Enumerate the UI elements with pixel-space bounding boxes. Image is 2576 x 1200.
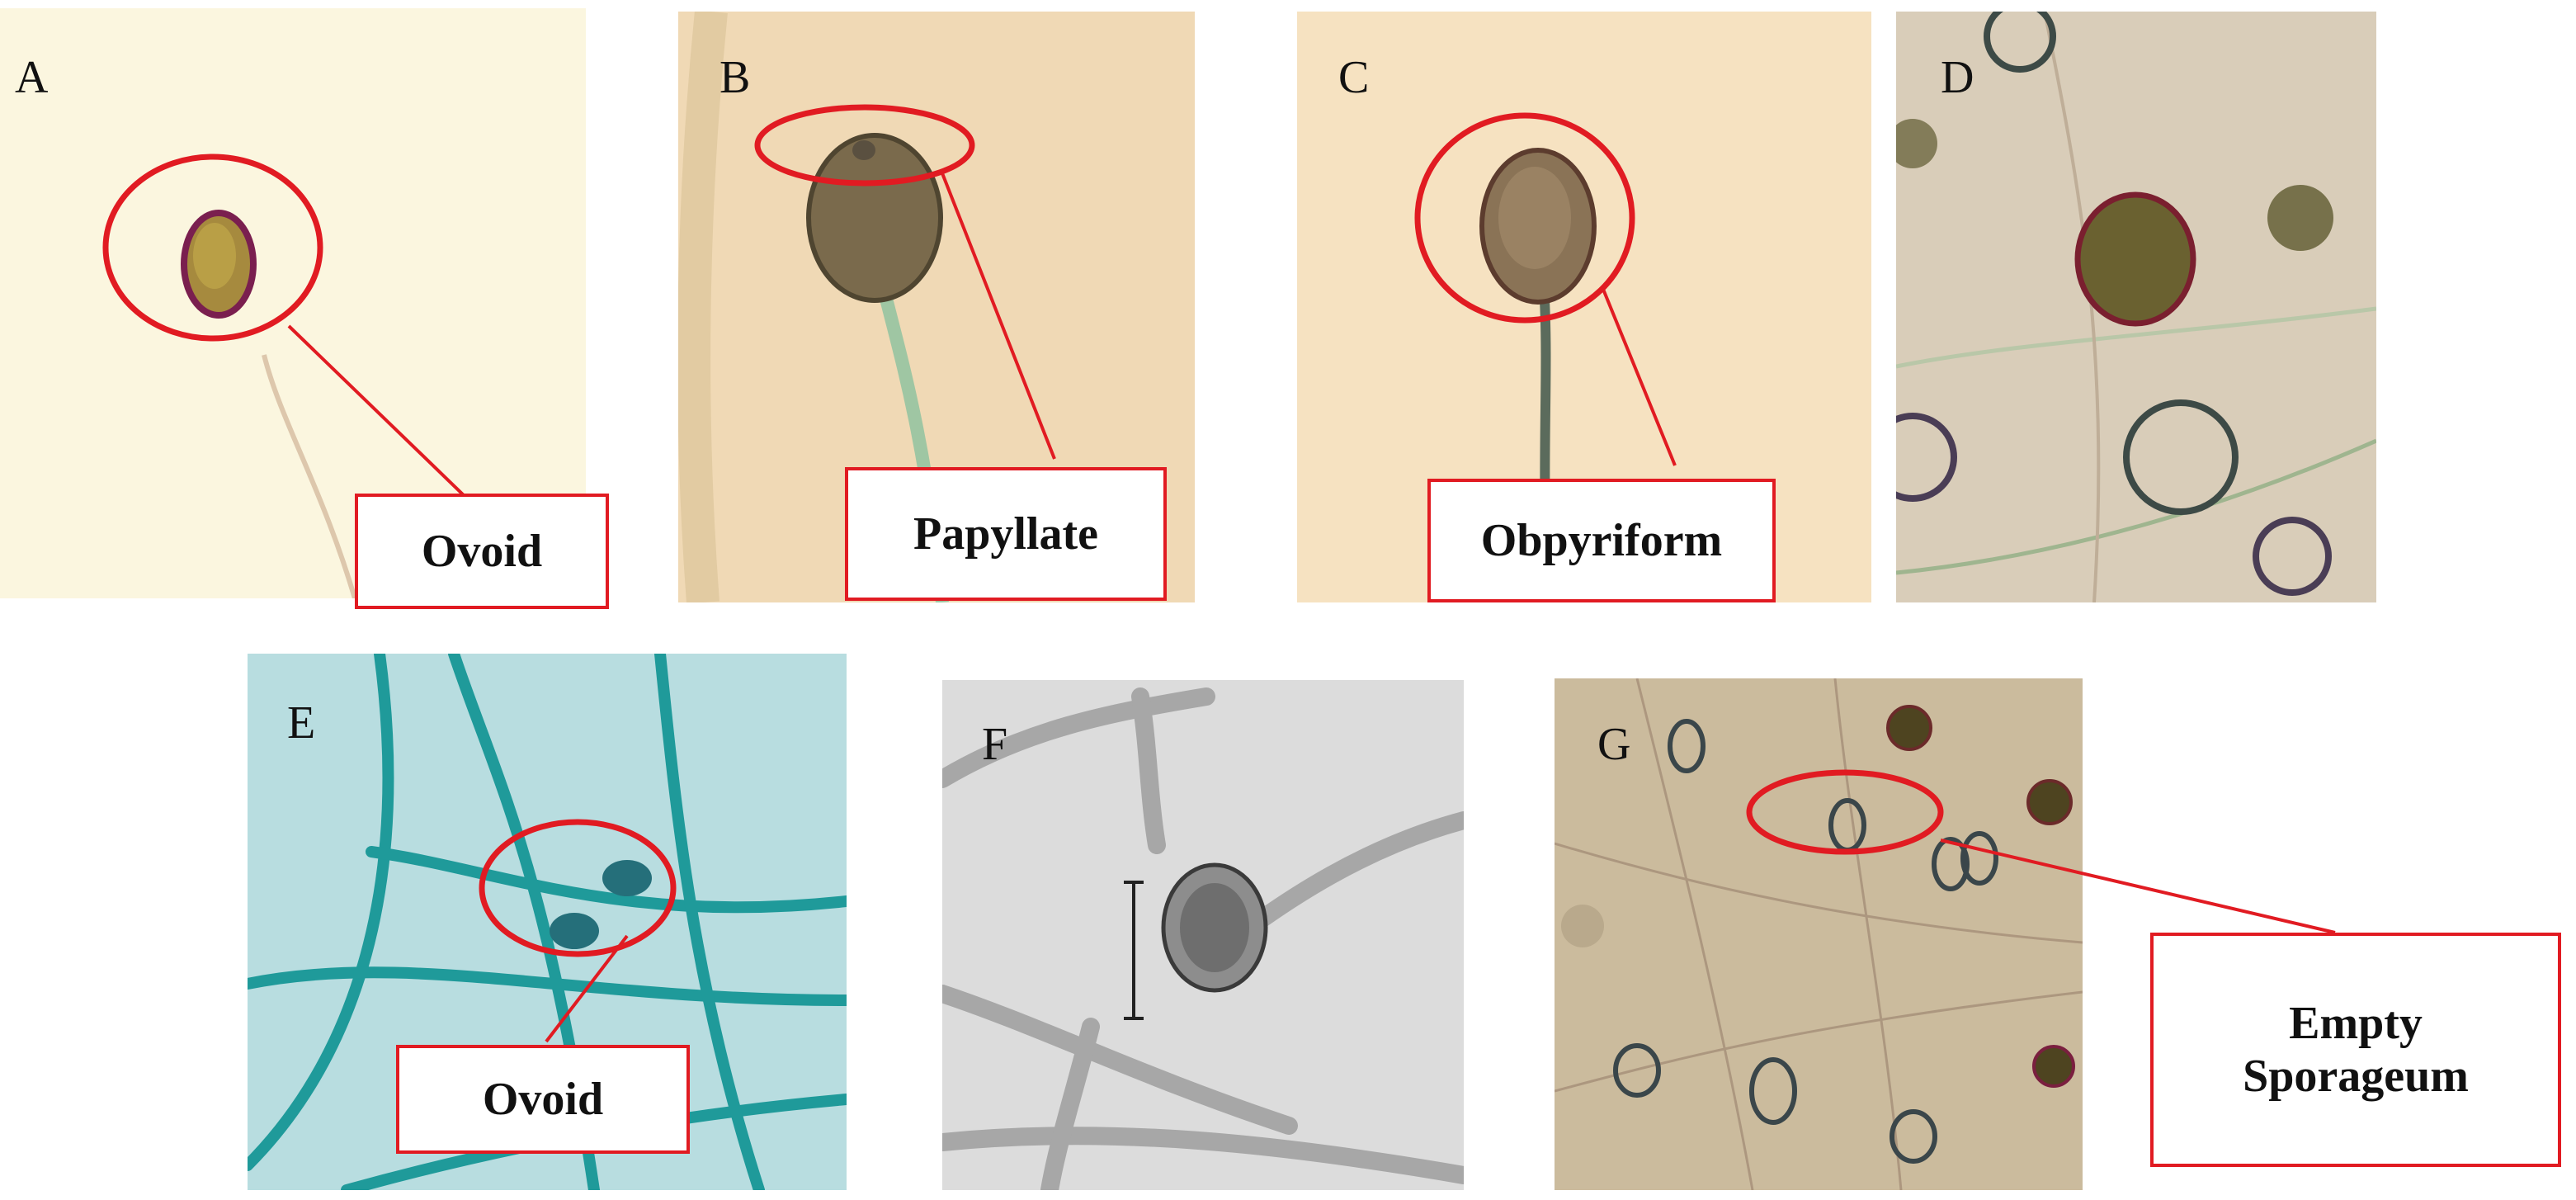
- panel-g-letter: G: [1597, 719, 1631, 770]
- panel-b-letter: B: [719, 52, 751, 103]
- panel-d-micrograph: [1896, 12, 2376, 602]
- sporangium: [2074, 191, 2196, 327]
- callout-ovoid-e: Ovoid: [396, 1045, 690, 1154]
- panel-f-letter: F: [982, 719, 1008, 770]
- callout-sporageum-text: Sporageum: [2243, 1051, 2469, 1102]
- callout-obpyriform: Obpyriform: [1427, 479, 1776, 602]
- callout-ovoid-a: Ovoid: [355, 494, 609, 609]
- panel-c-letter: C: [1338, 52, 1370, 103]
- callout-ovoid-a-text: Ovoid: [421, 525, 543, 577]
- callout-empty-text: Empty: [2289, 997, 2423, 1049]
- scale-bar: [1124, 881, 1144, 1020]
- panel-a-letter: A: [15, 52, 49, 103]
- sporangium: [806, 133, 943, 303]
- panel-d: [1896, 12, 2376, 602]
- panel-e-letter: E: [287, 697, 316, 749]
- panel-f-micrograph: [942, 680, 1464, 1190]
- panel-f: [942, 680, 1464, 1190]
- callout-papyllate-text: Papyllate: [913, 508, 1098, 560]
- panel-d-letter: D: [1941, 52, 1974, 103]
- callout-ovoid-e-text: Ovoid: [482, 1073, 604, 1125]
- callout-empty-sporageum: Empty Sporageum: [2150, 933, 2561, 1167]
- callout-papyllate: Papyllate: [845, 467, 1167, 601]
- callout-obpyriform-text: Obpyriform: [1480, 514, 1723, 566]
- sporangium: [602, 860, 652, 896]
- panel-g: [1555, 678, 2083, 1190]
- panel-g-micrograph: [1555, 678, 2083, 1190]
- sporangium: [550, 913, 599, 949]
